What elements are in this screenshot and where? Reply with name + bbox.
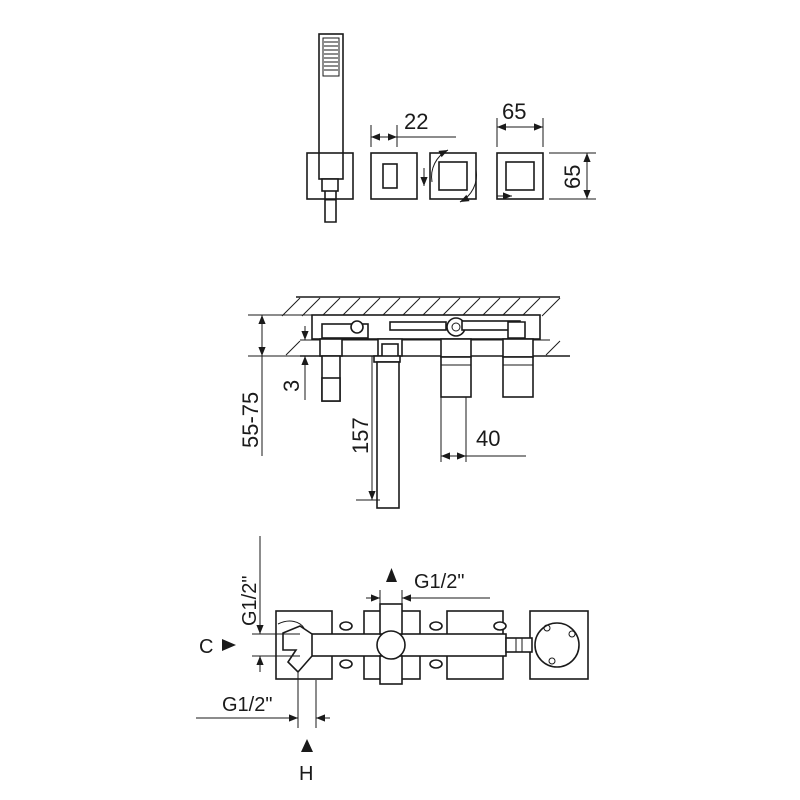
wall-hatch-line [401, 297, 421, 317]
inlet-cold-arrow-icon [222, 639, 236, 651]
plan-view: G1/2" G1/2" C G1/2" H [196, 536, 589, 785]
wall-hatch-line [521, 297, 541, 317]
top-view: 22 65 65 [306, 33, 596, 223]
dimension-55-75: 55-75 [238, 314, 312, 456]
plan-left-elbow [282, 625, 313, 674]
wall-hatch-line [381, 297, 401, 317]
hand-shower-holder [319, 338, 343, 402]
wall-hatch-line [441, 297, 461, 317]
inlet-hot-arrow-icon [301, 739, 313, 752]
thread-bottom-callout: G1/2" [196, 672, 330, 728]
dimension-3: 3 [279, 326, 320, 400]
wall-hatch-line [481, 297, 501, 317]
plan-mounting-lugs [339, 621, 507, 669]
dimension-40: 40 [440, 397, 526, 462]
diverter-plate [370, 152, 418, 200]
dimension-65-width: 65 [496, 99, 544, 147]
plan-center-fitting [376, 603, 406, 685]
inlet-cold-label: C [199, 636, 213, 658]
wall-hatch-line [341, 297, 361, 317]
shower-head-nozzles [324, 41, 338, 71]
dimension-22: 22 [370, 109, 456, 147]
inlet-hot-label: H [299, 763, 313, 785]
wall-hatch-line [301, 297, 321, 317]
wall-section [281, 296, 570, 357]
plan-main-pipe [299, 633, 533, 657]
wall-hatch-line [541, 297, 561, 317]
dim-3-label: 3 [279, 380, 304, 392]
wall-hatch-line [421, 297, 441, 317]
dim-22-label: 22 [404, 109, 428, 134]
thread-top-callout: G1/2" [366, 568, 490, 610]
mixer-knob [502, 338, 534, 398]
thread-bottom-label: G1/2" [222, 694, 272, 716]
wall-hatch-line [321, 297, 341, 317]
wall-hatch-line [501, 297, 521, 317]
mixer-handle [496, 152, 544, 200]
wall-hatch-line [361, 297, 381, 317]
spout [373, 338, 403, 509]
concealed-body [310, 314, 550, 341]
inlet-hot: H [299, 739, 313, 785]
wall-hatch-line [285, 340, 301, 356]
dimension-157: 157 [348, 356, 380, 501]
wall-hatch-line [461, 297, 481, 317]
wall-hatch-line [281, 297, 301, 317]
thread-left-callout: G1/2" [239, 536, 300, 672]
thread-top-label: G1/2" [414, 571, 464, 593]
rotating-handle [420, 149, 477, 203]
hand-shower [306, 33, 354, 223]
dim-157-label: 157 [348, 417, 373, 454]
thread-left-label: G1/2" [239, 576, 261, 626]
dim-40-label: 40 [476, 426, 500, 451]
inlet-cold: C [199, 636, 236, 658]
dimension-65-height: 65 [549, 152, 596, 200]
wall-hatch-line [545, 340, 561, 356]
diverter-knob [440, 338, 472, 398]
outlet-arrow-icon [386, 568, 397, 582]
side-view: 55-75 3 157 40 [238, 296, 570, 509]
dim-65-width-label: 65 [502, 99, 526, 124]
dim-55-75-label: 55-75 [238, 392, 263, 448]
dim-65-height-label: 65 [560, 165, 585, 189]
plan-mixer-square [529, 610, 589, 680]
